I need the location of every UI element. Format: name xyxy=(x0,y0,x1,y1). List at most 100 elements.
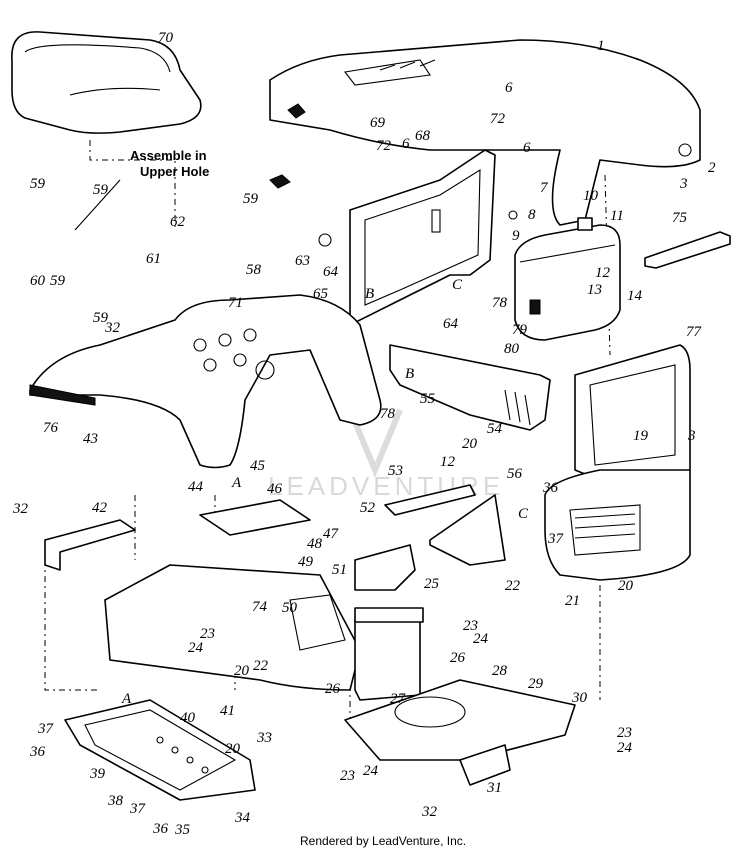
callout: 80 xyxy=(504,341,520,357)
fuel-tank xyxy=(514,217,621,341)
callout: 48 xyxy=(307,536,323,552)
callout: 53 xyxy=(388,463,403,479)
callout: 61 xyxy=(146,251,161,267)
callout: 58 xyxy=(246,262,262,278)
callout: 33 xyxy=(256,730,272,746)
callout: 64 xyxy=(323,264,339,280)
callout: 68 xyxy=(415,128,431,144)
callout: 69 xyxy=(370,115,386,131)
callout: 28 xyxy=(492,663,508,679)
callout: 37 xyxy=(37,721,55,737)
grille xyxy=(544,344,691,581)
fender xyxy=(29,294,382,469)
callout: 19 xyxy=(633,428,649,444)
frame xyxy=(104,564,361,691)
callout: 72 xyxy=(490,111,506,127)
callout: 63 xyxy=(295,253,310,269)
callout: 23 xyxy=(340,768,355,784)
solenoid xyxy=(354,544,416,591)
callout: 50 xyxy=(282,600,298,616)
callout: 22 xyxy=(253,658,269,674)
callout: 24 xyxy=(473,631,489,647)
callout: 43 xyxy=(83,431,98,447)
seat xyxy=(11,31,202,134)
callout: 32 xyxy=(421,804,438,820)
callout: 13 xyxy=(587,282,602,298)
callout: 74 xyxy=(252,599,268,615)
callout: 12 xyxy=(440,454,456,470)
callout: 54 xyxy=(487,421,503,437)
callout: 24 xyxy=(188,640,204,656)
callout: 21 xyxy=(565,593,580,609)
callout: 60 xyxy=(30,273,46,289)
callout: 32 xyxy=(104,320,121,336)
callout: 30 xyxy=(571,690,588,706)
callout: 77 xyxy=(686,324,703,340)
callout: 3 xyxy=(679,176,688,192)
callout: 24 xyxy=(617,740,633,756)
footrest xyxy=(64,699,256,801)
callout: 59 xyxy=(93,182,109,198)
callout: 29 xyxy=(528,676,544,692)
callout: 34 xyxy=(234,810,251,826)
callout: 47 xyxy=(323,526,340,542)
callout: 23 xyxy=(617,725,632,741)
callout: 70 xyxy=(158,30,174,46)
callout: 20 xyxy=(462,436,478,452)
assembly-note: Assemble in Upper Hole xyxy=(74,148,209,231)
callout: 6 xyxy=(505,80,513,96)
callout: 3 xyxy=(687,428,696,444)
callout: 24 xyxy=(363,763,379,779)
callout: 55 xyxy=(420,391,436,407)
note-line-2: Upper Hole xyxy=(140,164,209,179)
callout: 11 xyxy=(610,208,624,224)
callout: 65 xyxy=(313,286,329,302)
callout: 49 xyxy=(298,554,314,570)
callout: 37 xyxy=(129,801,147,817)
callout: 64 xyxy=(443,316,459,332)
callout: 52 xyxy=(360,500,376,516)
callout: 36 xyxy=(542,480,559,496)
callout: 20 xyxy=(618,578,634,594)
callout: 62 xyxy=(170,214,186,230)
callout: 76 xyxy=(43,420,59,436)
callout: 20 xyxy=(234,663,250,679)
callout: 7 xyxy=(540,180,549,196)
callout: 59 xyxy=(50,273,66,289)
mount-plate xyxy=(199,499,311,536)
callout: C xyxy=(452,277,463,293)
callout: 35 xyxy=(174,822,191,838)
callout: 51 xyxy=(332,562,347,578)
bracket xyxy=(44,519,136,571)
callout: 59 xyxy=(243,191,259,207)
callout: 79 xyxy=(512,322,528,338)
tow-handle xyxy=(644,231,731,269)
callout: 78 xyxy=(380,406,396,422)
callout: 71 xyxy=(228,295,243,311)
callout: 56 xyxy=(507,466,523,482)
callout: 78 xyxy=(492,295,508,311)
callout: 40 xyxy=(180,710,196,726)
callout: 23 xyxy=(463,618,478,634)
base-plate xyxy=(344,679,576,786)
callout: 26 xyxy=(450,650,466,666)
dash-panel xyxy=(349,149,496,326)
callout: 36 xyxy=(152,821,169,837)
callout: 1 xyxy=(597,38,605,54)
callout: B xyxy=(405,366,414,382)
callout: 10 xyxy=(583,188,599,204)
callout: 41 xyxy=(220,703,235,719)
callout: 26 xyxy=(325,681,341,697)
callout: 2 xyxy=(708,160,716,176)
callout: 8 xyxy=(528,207,536,223)
callout: 9 xyxy=(512,228,520,244)
callout: 12 xyxy=(595,265,611,281)
bolt-icons xyxy=(269,103,692,315)
callout: 45 xyxy=(250,458,266,474)
callout: 59 xyxy=(30,176,46,192)
callout: 46 xyxy=(267,481,283,497)
callout: 23 xyxy=(200,626,215,642)
callout: 39 xyxy=(89,766,106,782)
callout: 31 xyxy=(486,780,502,796)
